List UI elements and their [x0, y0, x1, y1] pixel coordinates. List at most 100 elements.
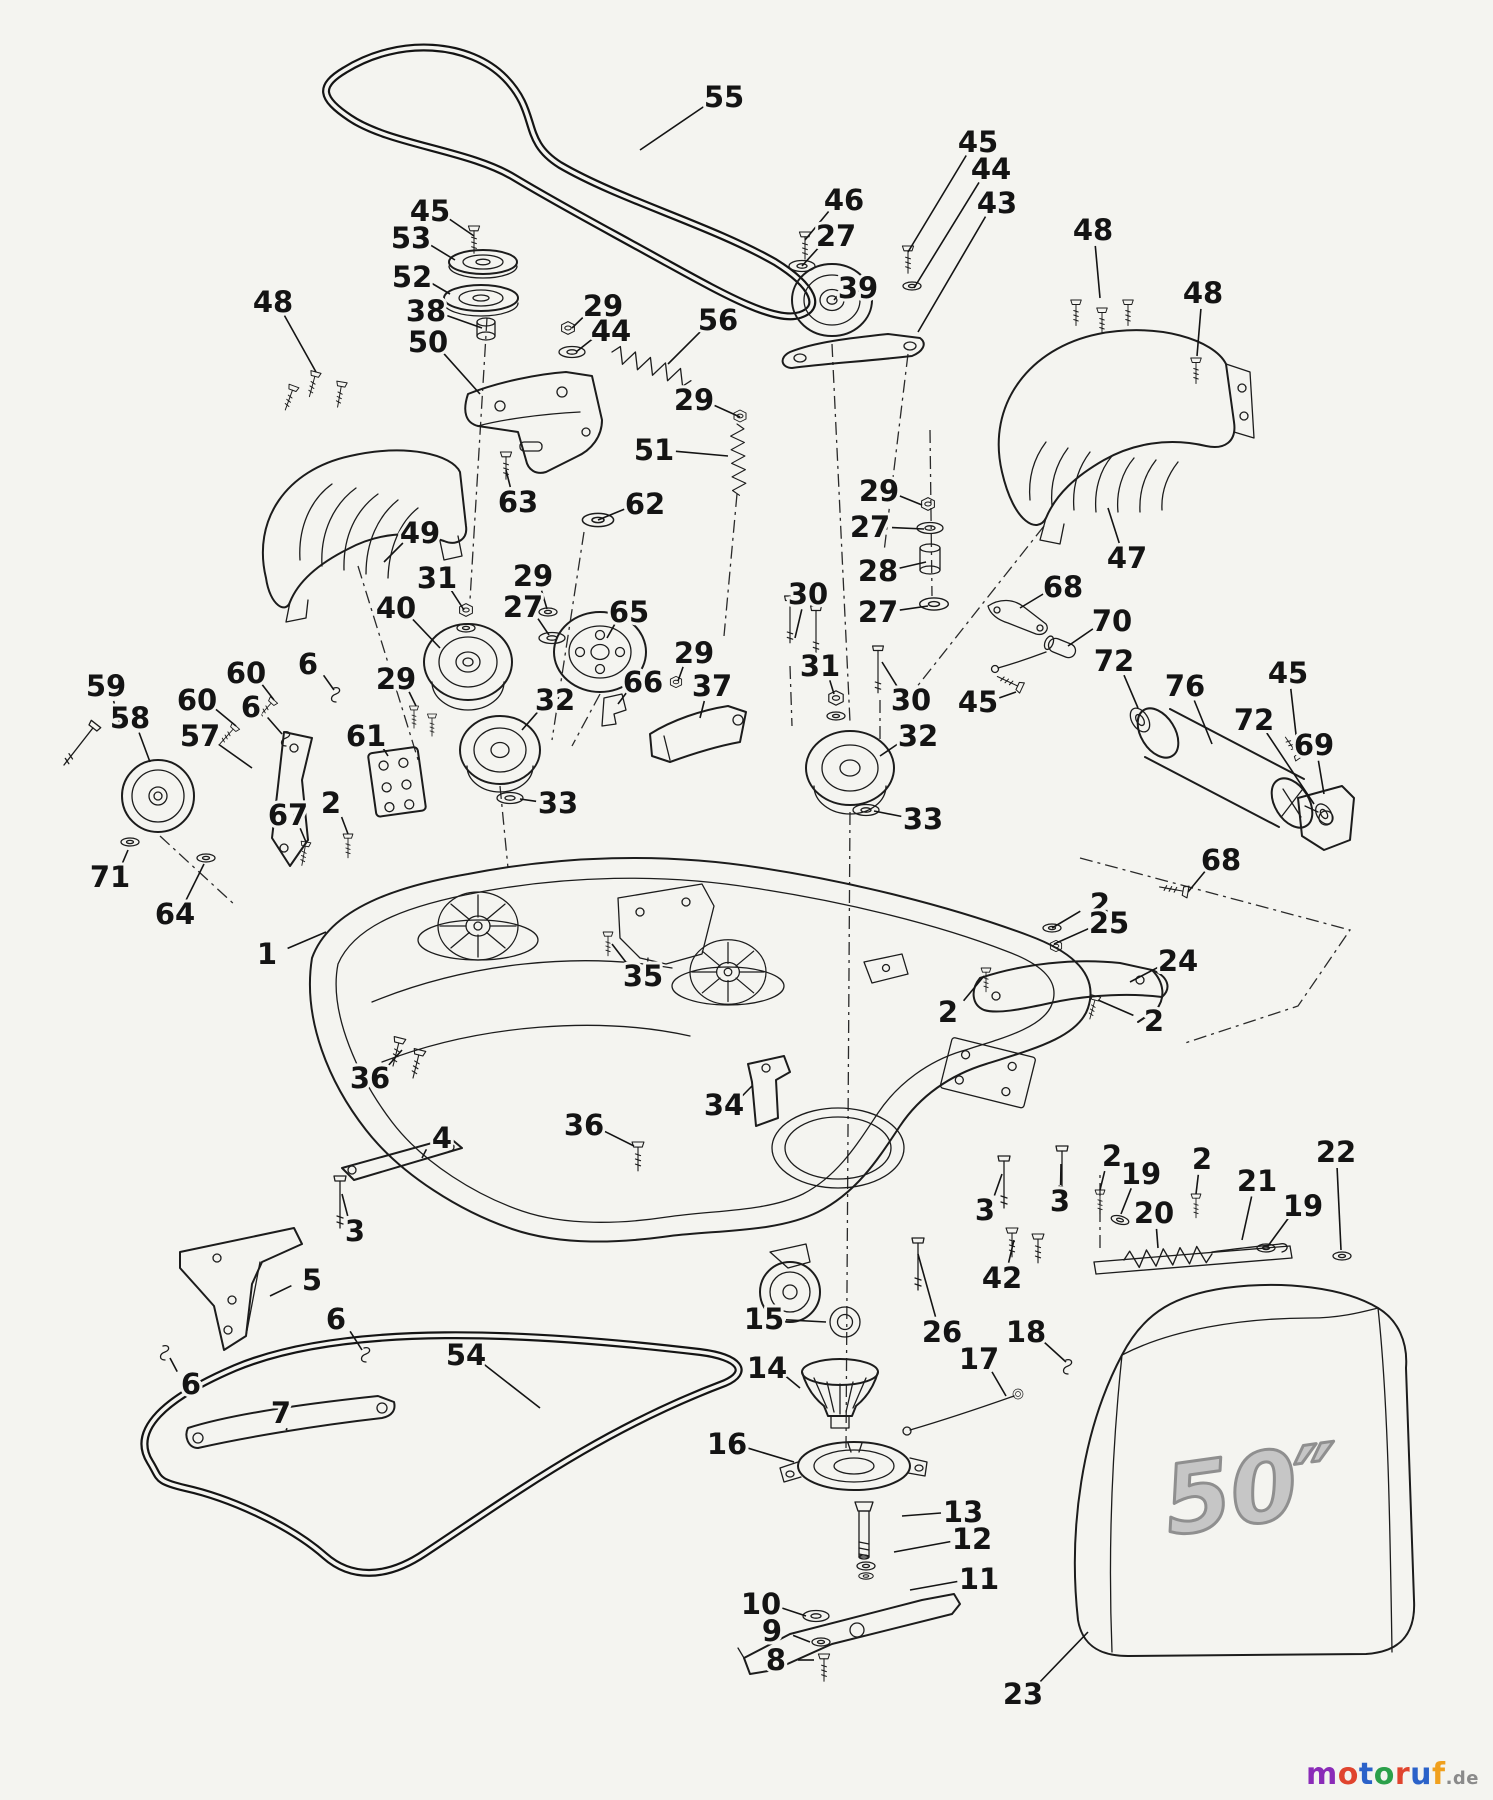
- idler-pulley-stack: [443, 225, 615, 528]
- drive-belt-55: [322, 43, 817, 321]
- leader-line: [519, 798, 537, 803]
- leader-line: [714, 404, 741, 418]
- leader-line: [537, 618, 550, 636]
- clutch-cup-16: [779, 1441, 928, 1491]
- part-number-3: 3: [975, 1193, 995, 1227]
- leader-line: [611, 943, 629, 965]
- leader-line: [881, 661, 899, 688]
- leader-line: [285, 1427, 288, 1431]
- mower-deck-housing: [308, 856, 1092, 1323]
- part-number-7: 7: [271, 1396, 291, 1430]
- part-number-31: 31: [800, 649, 840, 683]
- leader-line: [322, 674, 335, 691]
- part-number-46: 46: [824, 183, 864, 217]
- part-number-24: 24: [1158, 944, 1198, 978]
- part-number-45: 45: [1268, 656, 1308, 690]
- leader-line: [1019, 593, 1044, 609]
- part-number-36: 36: [564, 1108, 604, 1142]
- leader-line: [349, 1330, 363, 1351]
- leader-line: [667, 330, 703, 365]
- part-number-13: 13: [943, 1495, 983, 1529]
- leader-line: [408, 691, 417, 707]
- part-number-2: 2: [1144, 1004, 1164, 1038]
- leader-line: [381, 746, 389, 757]
- leader-line: [385, 1049, 403, 1069]
- bearing-15: [829, 1306, 861, 1338]
- part-number-65: 65: [609, 595, 649, 629]
- leader-line: [792, 1634, 811, 1643]
- leader-line: [917, 1253, 937, 1317]
- idler-lever-68-70: [987, 599, 1077, 694]
- leader-line: [893, 1540, 951, 1553]
- leader-line: [879, 742, 899, 757]
- leader-line: [483, 1363, 541, 1409]
- leader-line: [917, 216, 987, 333]
- part-number-60: 60: [226, 656, 266, 690]
- part-number-26: 26: [922, 1315, 962, 1349]
- leader-line: [785, 1375, 801, 1389]
- lift-rod-17: [902, 1358, 1073, 1436]
- part-number-2: 2: [1102, 1139, 1122, 1173]
- part-number-42: 42: [982, 1261, 1022, 1295]
- part-number-62: 62: [625, 487, 665, 521]
- leader-line: [1195, 1174, 1200, 1195]
- leader-line: [411, 618, 441, 649]
- part-number-16: 16: [707, 1427, 747, 1461]
- part-number-76: 76: [1165, 669, 1205, 703]
- leader-line: [909, 1580, 958, 1591]
- part-number-10: 10: [741, 1587, 781, 1621]
- part-number-37: 37: [692, 669, 732, 703]
- watermark-word: motoruf: [1305, 1757, 1446, 1792]
- leader-line: [261, 683, 275, 701]
- leader-line: [675, 450, 729, 457]
- spindle-fan-left: [437, 891, 519, 961]
- extension-spring-51: [729, 423, 747, 497]
- discharge-chute-23: 50″: [1073, 1283, 1416, 1657]
- part-number-59: 59: [86, 669, 126, 703]
- leader-line: [340, 816, 349, 835]
- deck-hardware: [333, 931, 1069, 1291]
- engine-pulley-40: [423, 603, 566, 711]
- part-number-5: 5: [302, 1263, 322, 1297]
- leader-line: [443, 352, 481, 395]
- leader-line: [1067, 628, 1094, 647]
- leader-line: [1267, 1217, 1290, 1247]
- leader-line: [269, 1284, 292, 1297]
- part-number-70: 70: [1092, 604, 1132, 638]
- leader-line: [899, 495, 923, 506]
- spacer-38: [476, 317, 496, 341]
- screw-35: [602, 931, 614, 957]
- leader-line: [782, 1607, 807, 1617]
- part-number-27: 27: [850, 510, 890, 544]
- part-number-63: 63: [498, 485, 538, 519]
- part-number-3: 3: [345, 1214, 365, 1248]
- bracket-37: [649, 675, 747, 763]
- part-number-68: 68: [1201, 843, 1241, 877]
- part-number-2: 2: [938, 995, 958, 1029]
- leader-line: [521, 710, 540, 731]
- part-number-20: 20: [1134, 1196, 1174, 1230]
- part-number-2: 2: [321, 786, 341, 820]
- leader-line: [873, 810, 902, 818]
- part-number-29: 29: [376, 662, 416, 696]
- part-number-38: 38: [406, 294, 446, 328]
- leader-line: [1317, 760, 1325, 795]
- part-number-48: 48: [1073, 213, 1113, 247]
- washer-12: [856, 1561, 876, 1571]
- nut-29: [733, 409, 747, 423]
- discharge-opening: [771, 1107, 905, 1189]
- part-number-45: 45: [958, 685, 998, 719]
- leader-line: [833, 294, 839, 301]
- leader-line: [999, 691, 1017, 699]
- leader-line: [699, 700, 706, 719]
- leader-line: [299, 827, 307, 843]
- leader-line: [804, 210, 830, 241]
- bolt-63: [499, 451, 513, 480]
- leader-line: [218, 743, 253, 769]
- part-number-44: 44: [971, 152, 1011, 186]
- part-number-29: 29: [674, 636, 714, 670]
- part-number-29: 29: [513, 559, 553, 593]
- leader-lines-layer: [112, 104, 1342, 1684]
- part-number-39: 39: [838, 271, 878, 305]
